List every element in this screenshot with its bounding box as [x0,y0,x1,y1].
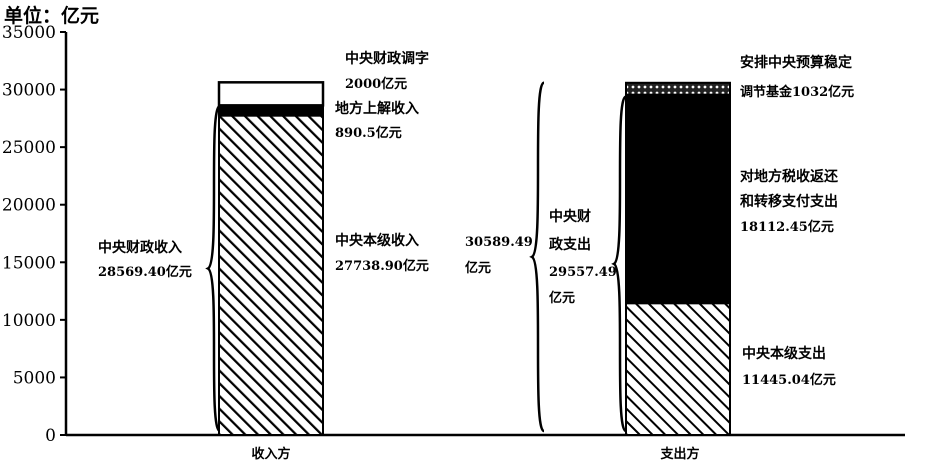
y-tick-label: 20000 [2,196,56,216]
label-stabilization-fund-line2: 调节基金1032亿元 [740,84,854,100]
bar-segment-local-remitted-revenue [218,104,324,117]
label-local-remitted-name: 地方上解收入 [335,100,419,117]
label-central-own-revenue-name: 中央本级收入 [335,232,419,249]
brace-central-expenditure [611,95,628,433]
y-tick-label: 30000 [2,81,56,101]
unit-label: 单位：亿元 [4,4,99,27]
label-transfer-payments-value: 18112.45亿元 [740,219,834,235]
label-local-remitted-value: 890.5亿元 [335,125,402,141]
bar-segment-transfer-payments [625,93,731,305]
label-stabilization-fund-line1: 安排中央预算稳定 [740,54,852,71]
label-central-expenditure-line2: 政支出 [549,236,591,253]
label-total-unit: 亿元 [465,260,491,276]
bar-segment-central-own-expenditure [625,302,731,436]
brace-total [529,81,546,433]
y-tick-label: 0 [45,426,56,446]
label-central-fund-transfer-name: 中央财政调字 [345,50,429,67]
label-transfer-payments-line2: 和转移支付支出 [740,193,838,210]
y-tick-label: 5000 [13,368,56,388]
y-tick-label: 10000 [2,311,56,331]
bar-segment-central-own-revenue [218,114,324,436]
label-transfer-payments-line1: 对地方税收返还 [740,168,839,185]
category-label-income: 收入方 [251,446,290,462]
label-central-revenue-value: 28569.40亿元 [98,264,192,280]
label-central-revenue-name: 中央财政收入 [98,239,182,256]
label-central-expenditure-line1: 中央财 [549,208,591,225]
label-central-fund-transfer-value: 2000亿元 [345,76,407,92]
category-label-expense: 支出方 [659,446,699,462]
label-central-own-revenue-value: 27738.90亿元 [335,258,429,274]
label-central-own-expenditure-value: 11445.04亿元 [742,372,836,388]
label-central-own-expenditure-name: 中央本级支出 [742,345,826,362]
brace-central-revenue [205,104,222,433]
y-tick-label: 15000 [2,253,56,273]
bar-segment-central-fund-transfer [217,81,325,107]
label-central-expenditure-unit: 亿元 [549,290,575,306]
y-axis-ticks: 0 5000 10000 15000 20000 25000 30000 35000 [2,23,66,446]
y-tick-label: 35000 [2,23,56,43]
y-tick-label: 25000 [2,138,56,158]
bar-segment-stabilization-fund [625,81,731,96]
label-total-value: 30589.49 [465,235,533,250]
label-central-expenditure-value: 29557.49 [549,265,617,280]
